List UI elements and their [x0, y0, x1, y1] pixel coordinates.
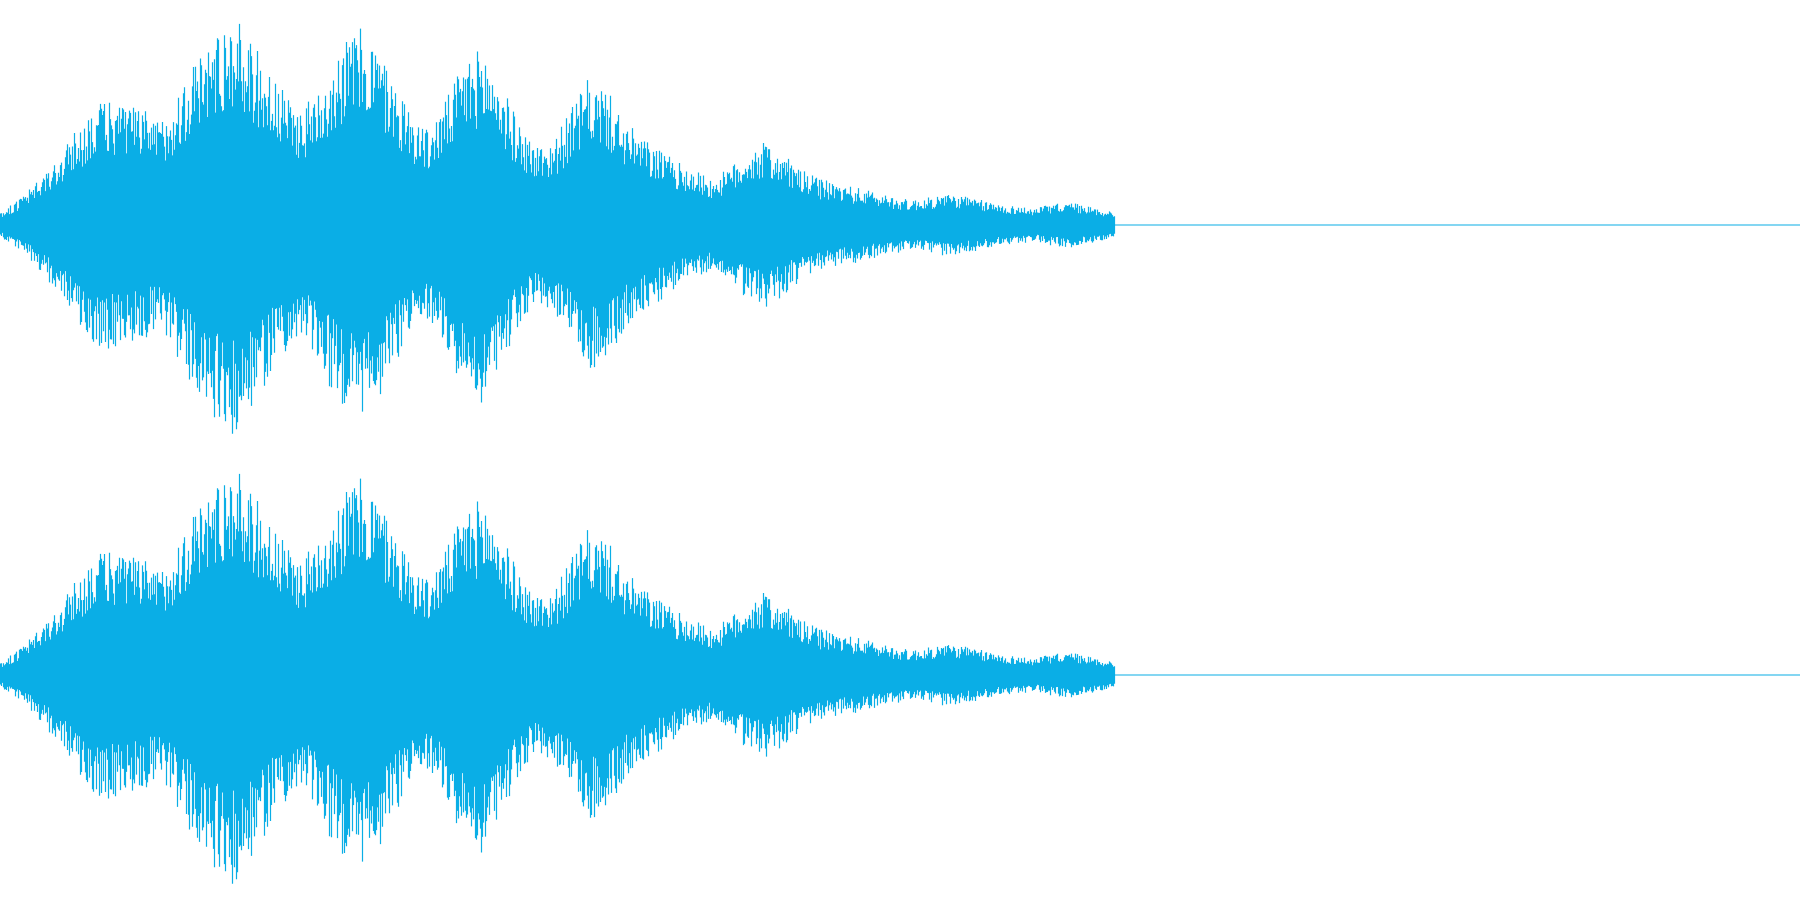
channel-left-waveform[interactable]: [0, 23, 1800, 434]
waveform-samples: [0, 23, 1116, 434]
channel-right-waveform[interactable]: [0, 473, 1800, 884]
waveform-samples: [0, 473, 1116, 884]
